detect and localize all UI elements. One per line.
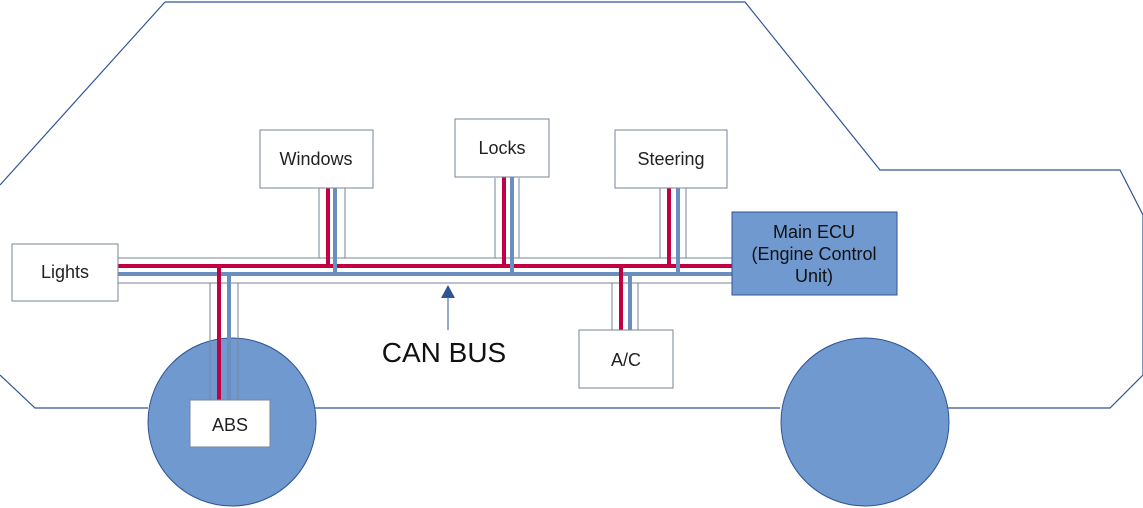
node-ac-label: A/C [611, 350, 641, 370]
can-bus-arrow [441, 285, 455, 330]
ecu-label-line3: Unit) [795, 266, 833, 286]
node-locks: Locks [454, 118, 550, 178]
node-ac: A/C [578, 329, 674, 389]
car-body-outline [0, 1, 1143, 409]
can-bus-trunk [118, 257, 732, 284]
node-steering-label: Steering [637, 149, 704, 169]
node-steering: Steering [614, 129, 728, 189]
steering-drop [659, 183, 687, 274]
node-windows-label: Windows [279, 149, 352, 169]
can-bus-label: CAN BUS [382, 337, 506, 368]
node-main-ecu: Main ECU (Engine Control Unit) [731, 211, 898, 296]
ecu-label-line1: Main ECU [773, 222, 855, 242]
abs-drop [209, 266, 239, 400]
node-lights-label: Lights [41, 262, 89, 282]
locks-drop [494, 174, 520, 274]
windows-drop [318, 183, 346, 274]
ac-drop [611, 266, 639, 336]
node-windows: Windows [259, 129, 374, 189]
ecu-label-line2: (Engine Control [751, 244, 876, 264]
node-lights: Lights [11, 243, 119, 302]
node-abs: ABS [189, 399, 271, 448]
front-wheel [780, 337, 950, 507]
node-abs-label: ABS [212, 415, 248, 435]
node-locks-label: Locks [478, 138, 525, 158]
